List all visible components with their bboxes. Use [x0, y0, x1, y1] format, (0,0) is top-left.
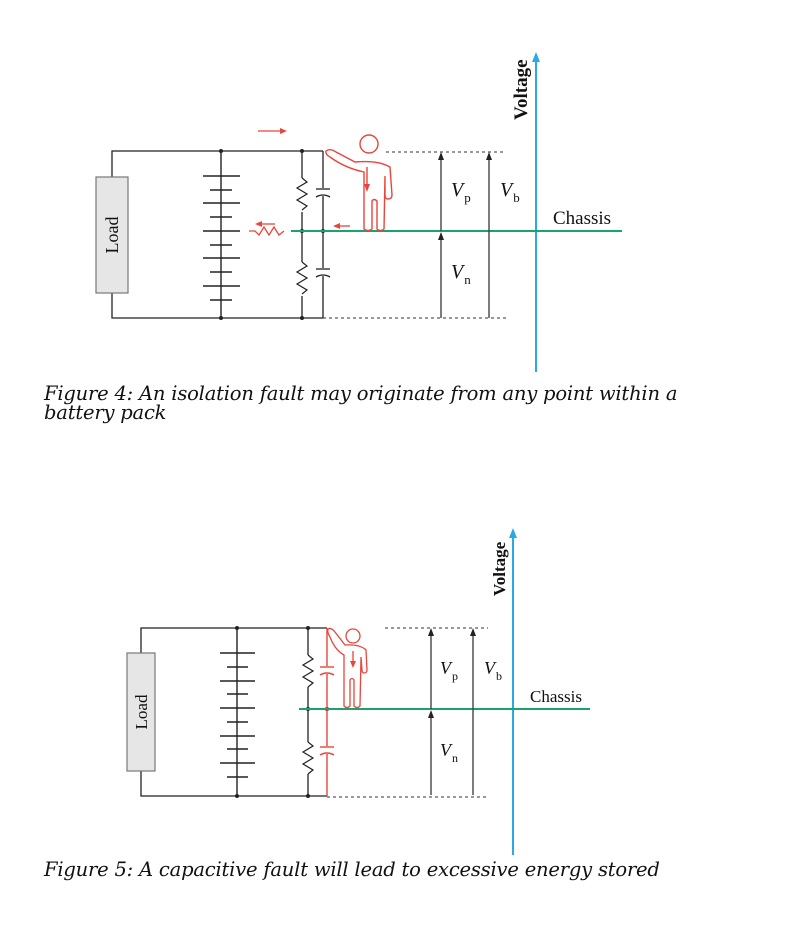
isolation-resistors — [295, 177, 309, 296]
reference-dashes — [327, 627, 488, 798]
voltage-axis-arrowhead — [509, 528, 517, 538]
person-icon — [327, 627, 368, 709]
voltage-axis-label: Voltage — [511, 59, 532, 120]
y-capacitors — [315, 188, 331, 278]
vp-label: Vp — [451, 179, 471, 205]
figure-4-caption-line-1: Figure 4: An isolation fault may origina… — [44, 382, 678, 405]
junction-dots — [219, 149, 325, 320]
vp-label: Vp — [440, 658, 458, 683]
battery-stack — [203, 151, 240, 318]
capacitive-fault-path — [319, 628, 335, 796]
load-label: Load — [132, 694, 151, 729]
figure-4-caption-line-2: battery pack — [44, 401, 167, 424]
isolation-resistors — [301, 654, 315, 775]
chassis-label: Chassis — [530, 687, 582, 706]
voltage-arrows — [428, 628, 476, 795]
voltage-arrows — [438, 152, 492, 318]
load-label: Load — [102, 217, 122, 254]
person-icon — [325, 134, 393, 232]
chassis-label: Chassis — [553, 208, 611, 229]
voltage-axis-arrowhead — [532, 52, 540, 62]
reference-dashes — [323, 151, 506, 319]
figure-5: Voltage Load — [126, 528, 590, 855]
fault-current-path — [249, 128, 350, 237]
battery-stack — [220, 628, 255, 796]
vb-label: Vb — [484, 658, 502, 683]
load-box — [126, 652, 156, 772]
figure-4-caption: Figure 4: An isolation fault may origina… — [44, 382, 744, 424]
vn-label: Vn — [440, 740, 458, 765]
load-box — [95, 176, 129, 294]
voltage-axis-label: Voltage — [490, 541, 509, 596]
vn-label: Vn — [451, 261, 471, 287]
fault-resistor — [249, 225, 285, 237]
junction-dots — [235, 626, 329, 798]
vb-label: Vb — [500, 179, 520, 205]
figure-5-caption: Figure 5: A capacitive fault will lead t… — [44, 858, 660, 881]
figure-4: Voltage Load — [95, 52, 622, 372]
